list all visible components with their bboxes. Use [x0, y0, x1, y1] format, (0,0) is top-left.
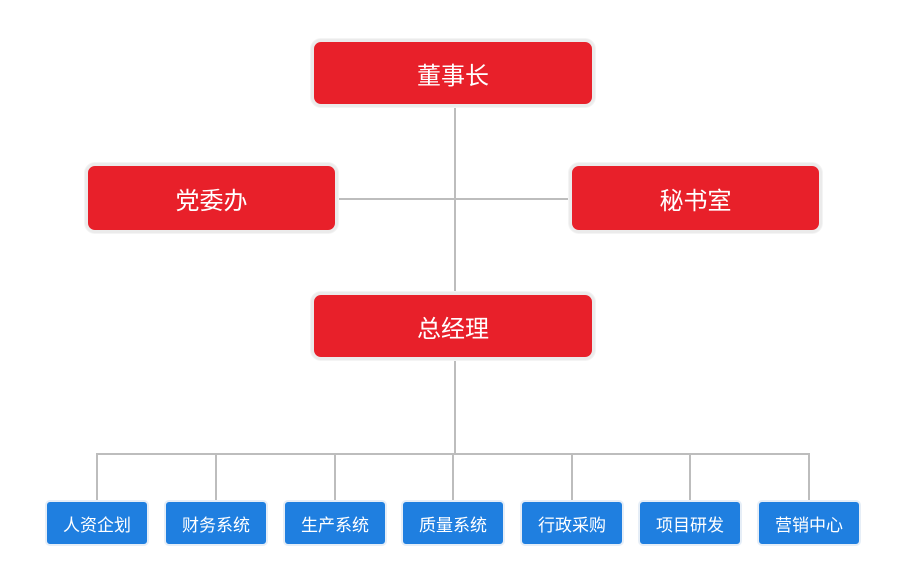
- node-department-label: 生产系统: [301, 515, 369, 536]
- department-drop-lines: [96, 453, 810, 500]
- node-chairman-label: 董事长: [417, 61, 489, 90]
- node-general-manager-label: 总经理: [417, 314, 489, 343]
- node-department-label: 人资企划: [63, 515, 131, 536]
- node-department[interactable]: 质量系统: [401, 500, 505, 546]
- node-department[interactable]: 生产系统: [283, 500, 387, 546]
- node-department[interactable]: 营销中心: [757, 500, 861, 546]
- node-department-label: 财务系统: [182, 515, 250, 536]
- node-department[interactable]: 人资企划: [45, 500, 149, 546]
- node-department-label: 营销中心: [775, 515, 843, 536]
- node-department[interactable]: 财务系统: [164, 500, 268, 546]
- node-general-manager[interactable]: 总经理: [311, 292, 595, 360]
- node-department[interactable]: 项目研发: [638, 500, 742, 546]
- node-party-office[interactable]: 党委办: [85, 163, 338, 233]
- node-department-label: 项目研发: [656, 515, 724, 536]
- node-department-label: 质量系统: [419, 515, 487, 536]
- node-secretariat[interactable]: 秘书室: [569, 163, 822, 233]
- node-department[interactable]: 行政采购: [520, 500, 624, 546]
- node-secretariat-label: 秘书室: [659, 186, 732, 215]
- node-chairman[interactable]: 董事长: [311, 39, 595, 107]
- node-department-label: 行政采购: [538, 515, 606, 536]
- node-party-office-label: 党委办: [175, 186, 248, 215]
